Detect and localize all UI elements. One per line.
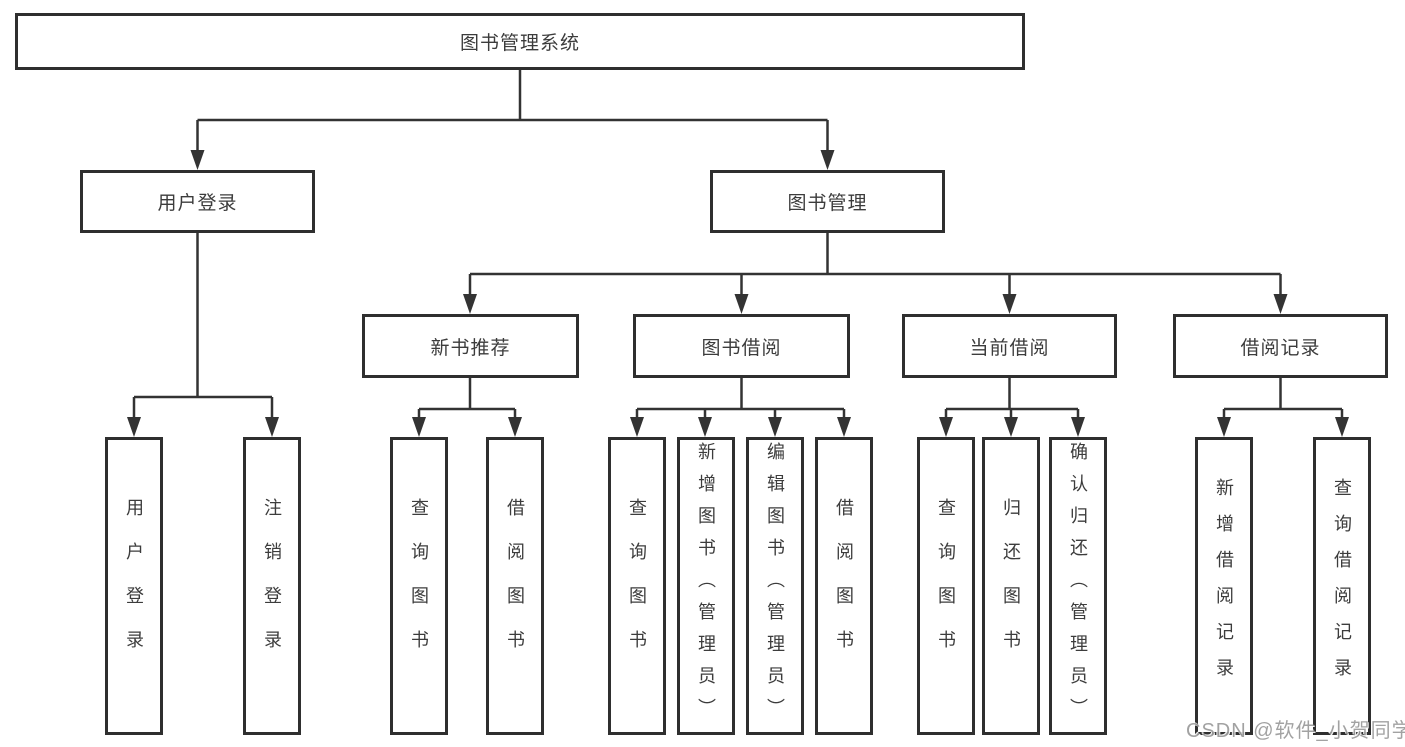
connector-book-management-to-level3	[463, 233, 1288, 314]
leaf-recommend-query-books-label: 查询图书	[409, 498, 429, 674]
leaf-return-books-label: 归还图书	[1001, 498, 1021, 674]
node-book-borrowing-label: 图书借阅	[701, 337, 782, 359]
connector-user-login-to-leaves	[127, 233, 279, 437]
leaf-recommend-borrow-books-label: 借阅图书	[505, 498, 525, 674]
node-user-login: 用户登录	[80, 170, 315, 233]
leaf-recommend-query-books: 查询图书	[390, 437, 448, 735]
leaf-add-books-admin: 新增图书（管理员）	[677, 437, 735, 735]
leaf-add-books-admin-label: 新增图书（管理员）	[696, 442, 716, 730]
leaf-logout: 注销登录	[243, 437, 301, 735]
node-book-borrowing: 图书借阅	[633, 314, 850, 378]
connector-level3-to-leaves	[412, 378, 1349, 437]
leaf-user-login: 用户登录	[105, 437, 163, 735]
node-book-management: 图书管理	[710, 170, 945, 233]
node-new-book-recommend-label: 新书推荐	[430, 337, 511, 359]
leaf-recommend-borrow-books: 借阅图书	[486, 437, 544, 735]
node-current-borrowing: 当前借阅	[902, 314, 1117, 378]
leaf-edit-books-admin: 编辑图书（管理员）	[746, 437, 804, 735]
node-new-book-recommend: 新书推荐	[362, 314, 579, 378]
leaf-current-query-books-label: 查询图书	[936, 498, 956, 674]
leaf-query-borrow-record: 查询借阅记录	[1313, 437, 1371, 735]
leaf-add-borrow-record: 新增借阅记录	[1195, 437, 1253, 735]
node-current-borrowing-label: 当前借阅	[969, 337, 1050, 359]
node-book-management-label: 图书管理	[787, 193, 868, 214]
leaf-logout-label: 注销登录	[262, 498, 282, 674]
node-user-login-label: 用户登录	[157, 193, 238, 214]
node-borrowing-records: 借阅记录	[1173, 314, 1388, 378]
leaf-borrowing-borrow-books: 借阅图书	[815, 437, 873, 735]
leaf-confirm-return-admin-label: 确认归还（管理员）	[1068, 442, 1088, 730]
node-root-label: 图书管理系统	[459, 33, 580, 54]
node-root: 图书管理系统	[15, 13, 1025, 70]
connector-root-to-level2	[190, 70, 835, 170]
leaf-user-login-label: 用户登录	[124, 498, 144, 674]
node-borrowing-records-label: 借阅记录	[1240, 337, 1321, 359]
leaf-return-books: 归还图书	[982, 437, 1040, 735]
leaf-query-borrow-record-label: 查询借阅记录	[1332, 478, 1352, 694]
leaf-borrowing-borrow-books-label: 借阅图书	[834, 498, 854, 674]
leaf-add-borrow-record-label: 新增借阅记录	[1214, 478, 1234, 694]
leaf-edit-books-admin-label: 编辑图书（管理员）	[765, 442, 785, 730]
leaf-current-query-books: 查询图书	[917, 437, 975, 735]
leaf-borrowing-query-books-label: 查询图书	[627, 498, 647, 674]
leaf-confirm-return-admin: 确认归还（管理员）	[1049, 437, 1107, 735]
leaf-borrowing-query-books: 查询图书	[608, 437, 666, 735]
